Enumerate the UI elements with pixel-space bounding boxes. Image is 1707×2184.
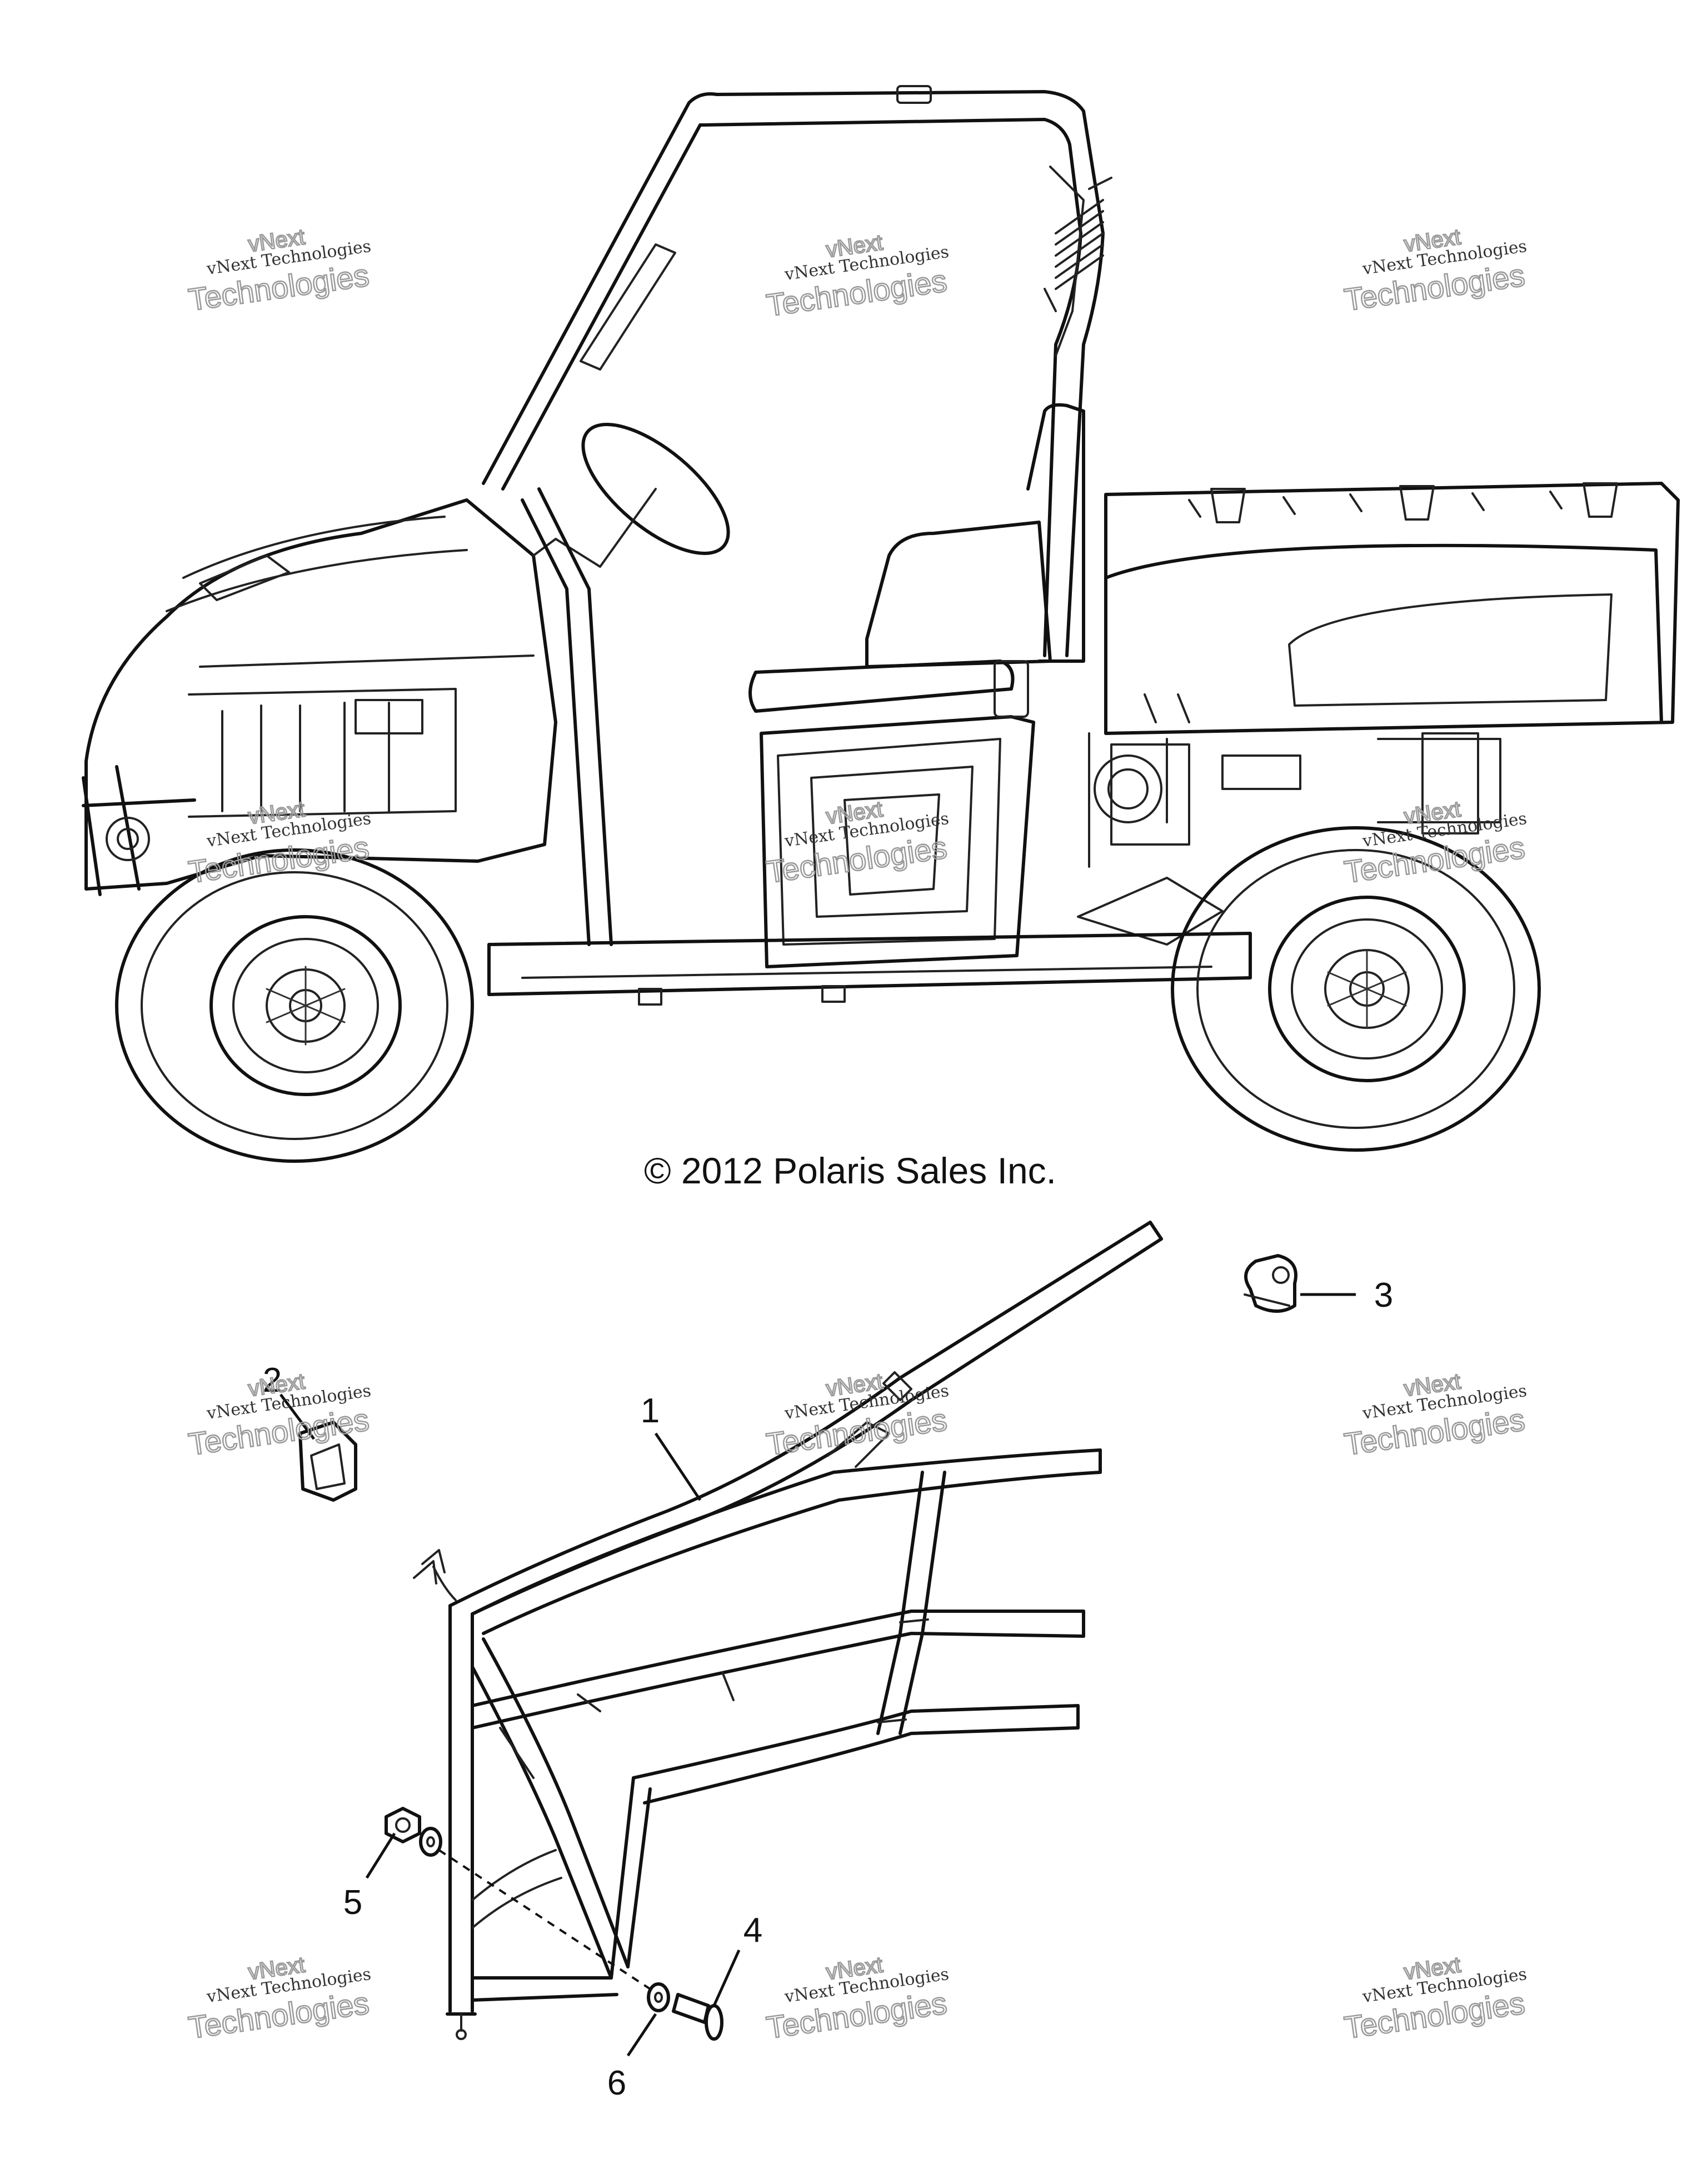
callout-number: 4 [743, 1911, 762, 1950]
clip-part [298, 1421, 357, 1502]
callout-6: 6 [607, 2013, 657, 2102]
rear-wheel [1171, 826, 1541, 1152]
callout-1: 1 [641, 1392, 702, 1501]
callout-number: 3 [1374, 1276, 1393, 1315]
callout-3: 3 [1300, 1276, 1393, 1315]
watermark: vNext vNext Technologies Technologies [1341, 1368, 1528, 1462]
washer-part [647, 1982, 670, 2012]
callout-number: 5 [343, 1883, 362, 1922]
watermark: vNext vNext Technologies Technologies [1341, 1952, 1528, 2046]
callout-5: 5 [343, 1832, 396, 1922]
watermark: vNext vNext Technologies Technologies [1341, 224, 1528, 318]
watermark: vNext vNext Technologies Technologies [186, 1368, 372, 1462]
watermark: vNext vNext Technologies Technologies [186, 1952, 372, 2046]
vehicle-illustration [82, 85, 1680, 1163]
bracket-part [1244, 1254, 1297, 1313]
copyright-text: © 2012 Polaris Sales Inc. [644, 1150, 1056, 1191]
frame-cage-part [413, 1221, 1163, 2040]
front-wheel [115, 848, 474, 1163]
watermark: vNext vNext Technologies Technologies [763, 229, 950, 323]
nut-part [385, 1807, 421, 1843]
watermark: vNext vNext Technologies Technologies [763, 1368, 950, 1462]
callout-2: 2 [263, 1361, 315, 1440]
callout-number: 1 [641, 1392, 660, 1430]
watermark: vNext vNext Technologies Technologies [763, 1952, 950, 2046]
watermark: vNext vNext Technologies Technologies [186, 796, 372, 890]
watermark: vNext vNext Technologies Technologies [763, 796, 950, 890]
washer-upper-part [419, 1827, 442, 1857]
watermark: vNext vNext Technologies Technologies [1341, 796, 1528, 890]
callout-4: 4 [712, 1911, 762, 2007]
callout-number: 6 [607, 2064, 626, 2102]
callout-number: 2 [263, 1361, 282, 1400]
watermark: vNext vNext Technologies Technologies [186, 224, 372, 318]
